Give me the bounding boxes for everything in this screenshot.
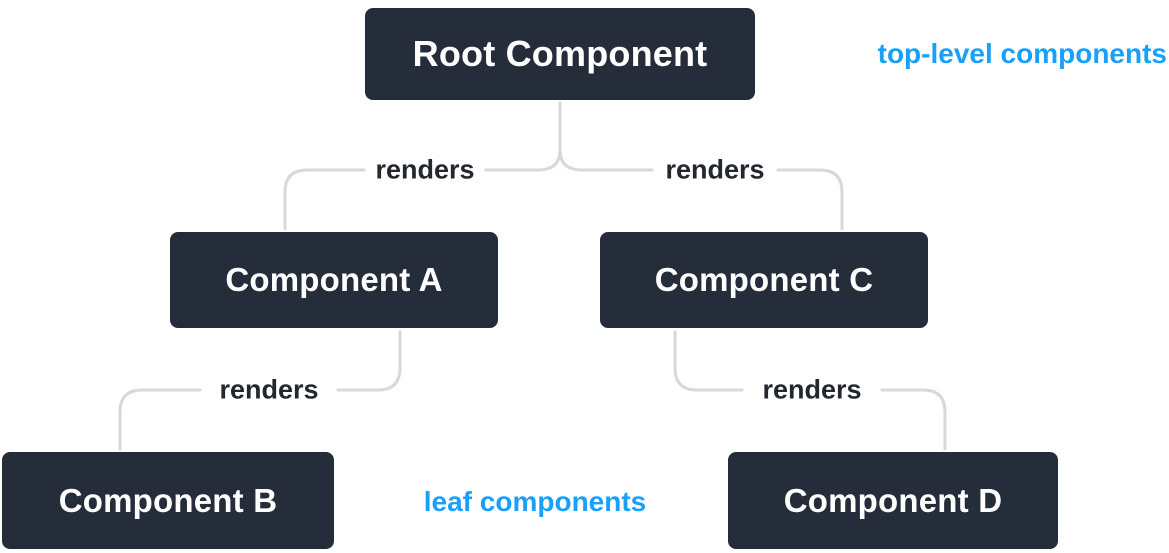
edge-label-c-d: renders xyxy=(762,374,862,405)
annotation-top-level-components: top-level components xyxy=(877,38,1167,69)
edge-a-b-line-1 xyxy=(336,330,402,392)
edge-root-c-line-2 xyxy=(776,168,844,232)
node-component-b: Component B xyxy=(0,450,336,551)
edge-label-root-a: renders xyxy=(375,154,475,185)
edge-label-root-c: renders xyxy=(665,154,765,185)
edge-label-a-b: renders xyxy=(219,374,319,405)
edge-a-b-line-2 xyxy=(118,388,202,452)
edge-c-d-line-2 xyxy=(880,388,947,452)
node-component-d: Component D xyxy=(726,450,1060,551)
annotation-leaf-components: leaf components xyxy=(423,486,647,517)
edge-root-a-line-1 xyxy=(484,148,562,172)
node-component-a: Component A xyxy=(168,230,500,330)
edge-root-a-line-2 xyxy=(283,168,366,232)
node-component-c: Component C xyxy=(598,230,930,330)
node-root-component: Root Component xyxy=(363,6,757,102)
edge-c-d-line-1 xyxy=(673,330,744,392)
edge-root-c-line-1 xyxy=(558,148,654,172)
